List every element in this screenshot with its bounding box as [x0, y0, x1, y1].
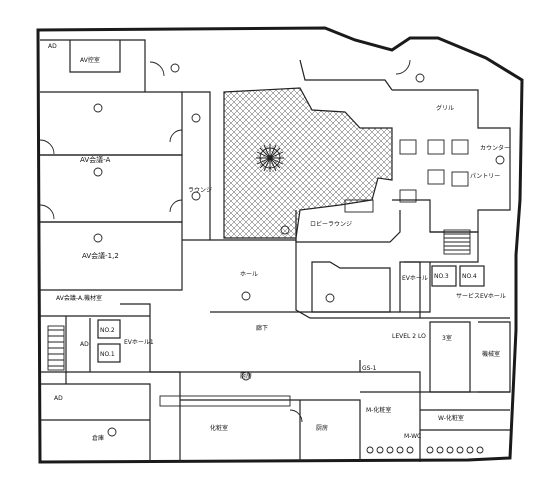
label-storage: 倉庫 [92, 434, 104, 442]
lobby-wall [223, 87, 393, 239]
label-room3f: 3室 [442, 334, 452, 342]
label-corridor: 廊下 [256, 324, 268, 332]
label-no1: NO.1 [100, 351, 115, 358]
label-lounge: ラウンジ [188, 186, 212, 194]
grill-wall [299, 59, 393, 91]
label-ad-top: AD [48, 43, 57, 50]
wc-wall [360, 391, 510, 431]
toilet-row [366, 446, 484, 454]
fixture-symbols [93, 63, 505, 437]
ev-hall-wall [399, 231, 479, 313]
label-no3: NO.3 [434, 273, 449, 280]
bottom-rooms-wall [40, 371, 421, 462]
lobby-hatch [224, 88, 392, 238]
label-restaurant: グリル [436, 104, 454, 112]
label-no4: NO.4 [462, 273, 477, 280]
room-no4 [459, 265, 485, 287]
counter-bottom [159, 395, 291, 407]
label-ev-hall: EVホール1 [124, 339, 154, 346]
label-wc: 化粧室 [210, 424, 228, 432]
label-no2: NO.2 [100, 327, 115, 334]
av-room-low-wall [40, 221, 183, 291]
reception-wall [311, 261, 391, 313]
av-upper-wall [40, 39, 146, 92]
av-room-mid-wall [40, 154, 183, 223]
label-gs: GS-1 [362, 365, 377, 372]
label-av-a: AV会議-A [80, 155, 111, 164]
chandelier-icon [256, 144, 284, 172]
label-av-control: AV控室 [80, 56, 100, 64]
label-ad-left2: AD [54, 395, 63, 402]
label-cafe: ロビーラウンジ [310, 220, 352, 228]
label-hall: ホール [240, 271, 258, 278]
door-swings [39, 59, 411, 423]
label-service-ev: サービスEVホール [456, 292, 506, 300]
table-group [399, 139, 469, 203]
label-w-wc: W-化粧室 [438, 414, 464, 422]
label-ad-left: AD [80, 341, 89, 348]
label-pantry: パントリー [470, 173, 500, 180]
label-level: LEVEL 2 LO [392, 333, 426, 340]
label-av-b: AV会議-1,2 [82, 251, 119, 260]
room-no3 [431, 265, 457, 287]
room-no2 [97, 319, 121, 339]
label-av-fuku: AV会議-A,機材室 [56, 294, 102, 302]
outer-wall [36, 26, 524, 464]
label-machine: 機械室 [482, 350, 500, 358]
label-senbi: 厨房 [240, 372, 252, 380]
label-m-wc2: M-WC [404, 433, 421, 440]
restaurant-wall [392, 89, 511, 233]
label-kitchen: 厨房 [316, 424, 328, 432]
label-m-wc: M-化粧室 [366, 406, 391, 414]
room-no1 [97, 343, 121, 363]
label-ev-mid: EVホール [402, 275, 428, 282]
hall-wall [210, 239, 421, 319]
label-counter: カウンター [480, 144, 510, 152]
sofa-icon [344, 199, 374, 213]
left-lower-wall [40, 303, 151, 384]
av-room-top-wall [40, 91, 183, 156]
lounge-wall [182, 91, 211, 241]
cafe-wall [295, 210, 401, 243]
